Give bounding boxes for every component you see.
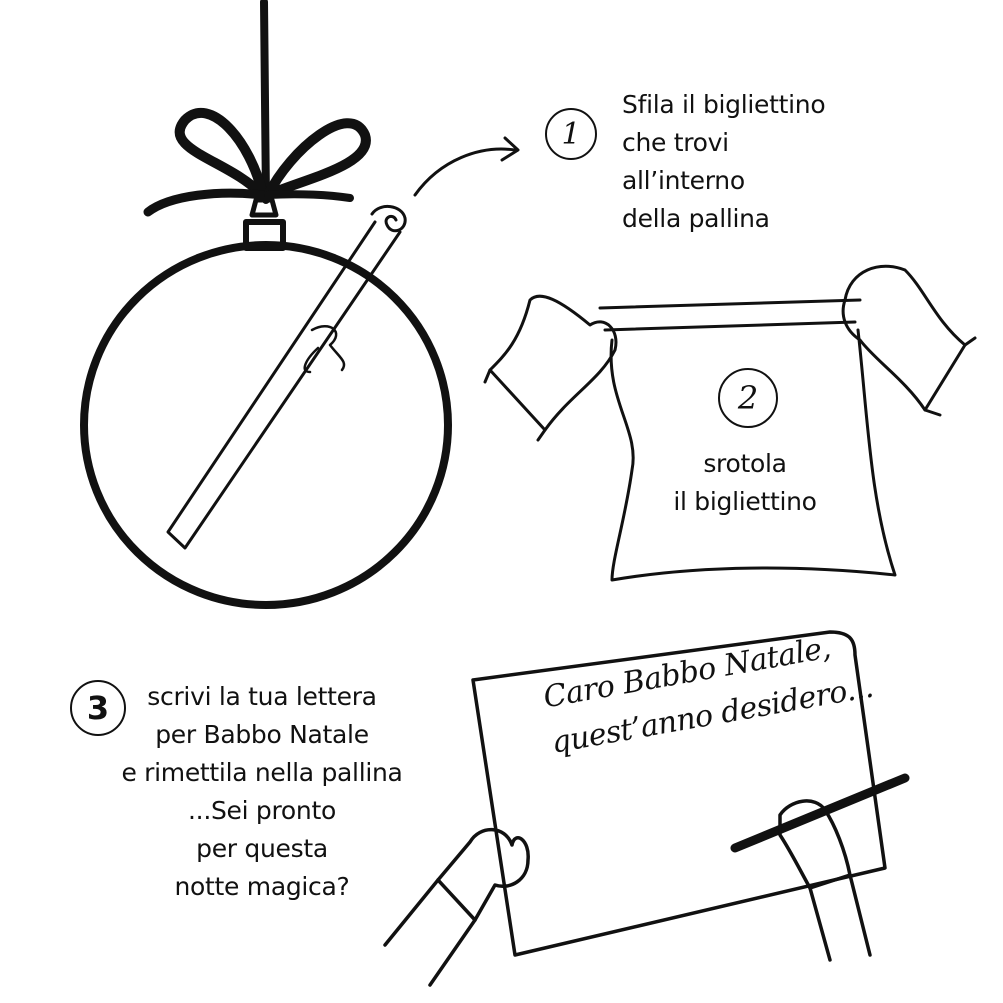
step-2-line: srotola (703, 449, 787, 478)
step-3-line: ...Sei pronto (188, 796, 336, 825)
step-3-number: 3 (86, 689, 110, 727)
step-3-badge: 3 (70, 680, 126, 736)
step-2-number: 2 (737, 379, 759, 417)
step-3-line: e rimettila nella pallina (121, 758, 403, 787)
step-1-line: che trovi (622, 128, 729, 157)
step-1-line: all’interno (622, 166, 745, 195)
unrolled-note-icon (483, 264, 977, 582)
step-1-badge: 1 (545, 108, 597, 160)
arrow-icon (413, 136, 520, 197)
letter-paper-icon (383, 630, 910, 987)
step-2-line: il bigliettino (673, 487, 817, 516)
step-1-number: 1 (561, 116, 581, 152)
step-3-text: scrivi la tua lettera per Babbo Natale e… (112, 678, 412, 906)
rolled-note-icon (166, 205, 407, 550)
step-3-line: per questa (196, 834, 328, 863)
step-1-line: Sfila il bigliettino (622, 90, 826, 119)
step-2-badge: 2 (718, 368, 778, 428)
step-2-text: srotola il bigliettino (640, 445, 850, 521)
step-1-text: Sfila il bigliettino che trovi all’inter… (622, 86, 826, 238)
step-3-line: per Babbo Natale (155, 720, 369, 749)
step-3-line: scrivi la tua lettera (147, 682, 377, 711)
step-3-line: notte magica? (174, 872, 350, 901)
step-1-line: della pallina (622, 204, 770, 233)
ornament-ball-icon (80, 0, 452, 609)
